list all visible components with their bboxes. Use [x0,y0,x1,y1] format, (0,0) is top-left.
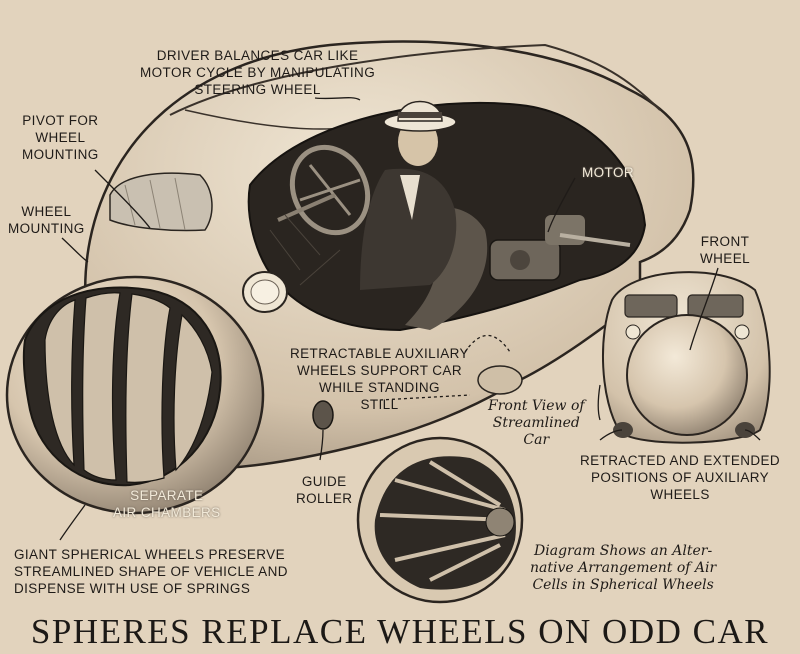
label-separate-air-chambers: SEPARATE AIR CHAMBERS [113,488,221,520]
motor [489,215,631,281]
label-guide-roller: GUIDE ROLLER [296,474,353,506]
label-driver-balances: DRIVER BALANCES CAR LIKE MOTOR CYCLE BY … [140,48,376,97]
leader-lines [59,97,761,541]
air-chambers [44,292,213,483]
windshield [109,172,213,232]
headline: SPHERES REPLACE WHEELS ON ODD CAR [30,612,770,651]
label-pivot: PIVOT FOR WHEEL MOUNTING [22,113,99,162]
label-wheel-mounting: WHEEL MOUNTING [8,204,85,236]
label-retractable: RETRACTABLE AUXILIARY WHEELS SUPPORT CAR… [290,346,469,412]
label-giant-spherical: GIANT SPHERICAL WHEELS PRESERVE STREAMLI… [14,547,288,596]
label-motor: MOTOR [582,165,634,180]
front-view-car [601,271,771,444]
cockpit-cutaway [247,100,647,332]
alternative-sphere-diagram [356,436,524,604]
label-front-view: Front View of Streamlined Car [488,398,585,448]
label-diagram-alternative: Diagram Shows an Alter- native Arrangeme… [530,543,717,593]
auxiliary-wheel [477,365,523,395]
label-front-wheel: FRONT WHEEL [700,234,751,266]
label-retracted-extended: RETRACTED and EXTENDED POSITIONS of AUXI… [580,453,781,502]
giant-spherical-wheel [5,275,265,515]
headlamp [242,271,288,313]
guide-roller [312,400,334,430]
